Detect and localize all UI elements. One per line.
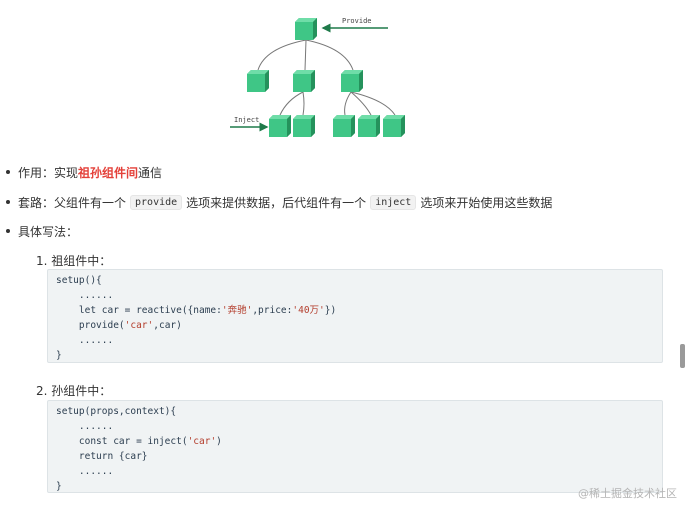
code-line: const car = inject('car') [56,436,222,447]
code-line: provide('car',car) [56,320,182,331]
bullet-usage: 具体写法： [6,221,78,241]
bullet-text: 具体写法： [18,224,79,239]
highlight-text: 祖孙组件间 [78,165,139,180]
provide-label: Provide [342,17,372,25]
code-line: } [56,350,62,361]
bullet-purpose: 作用：实现 祖孙组件间 通信 [6,162,162,182]
code-block-ancestor: setup(){ ...... let car = reactive({name… [47,269,663,363]
code-line: return {car} [56,451,148,462]
code-line: } [56,481,62,492]
child-cube [293,70,315,92]
bullet-dot [6,170,10,174]
section-heading-descendant: 2. 孙组件中： [36,384,112,398]
code-line: ...... [56,466,114,477]
grandchild-cube [383,115,405,137]
code-line: ...... [56,290,114,301]
bullet-text: 作用：实现 [18,165,79,180]
scrollbar-thumb[interactable] [680,344,685,368]
grandchild-cube [358,115,380,137]
inject-label: Inject [234,116,259,124]
bullet-text-mid: 选项来提供数据，后代组件有一个 [186,195,367,210]
root-cube [295,18,317,40]
watermark: @稀土掘金技术社区 [578,487,677,500]
child-cube [341,70,363,92]
bullet-text-tail: 选项来开始使用这些数据 [420,195,553,210]
grandchild-cube [269,115,291,137]
code-line: setup(){ [56,275,102,286]
bullet-text: 套路：父组件有一个 [18,195,127,210]
code-line: let car = reactive({name:'奔驰',price:'40万… [56,305,337,316]
bullet-dot [6,229,10,233]
bullet-dot [6,200,10,204]
child-cube [247,70,269,92]
bullet-text-tail: 通信 [138,165,163,180]
code-line: ...... [56,335,114,346]
code-line: setup(props,context){ [56,406,177,417]
inline-code-inject: inject [370,194,417,210]
inline-code-provide: provide [130,194,183,210]
grandchild-cube [333,115,355,137]
tree-connectors [257,39,396,116]
grandchild-cube [293,115,315,137]
section-heading-ancestor: 1. 祖组件中： [36,254,112,268]
bullet-approach: 套路：父组件有一个 provide 选项来提供数据，后代组件有一个 inject… [6,192,552,212]
code-block-descendant: setup(props,context){ ...... const car =… [47,400,663,493]
code-line: ...... [56,421,114,432]
provide-inject-diagram: Provide Inject [230,17,405,137]
